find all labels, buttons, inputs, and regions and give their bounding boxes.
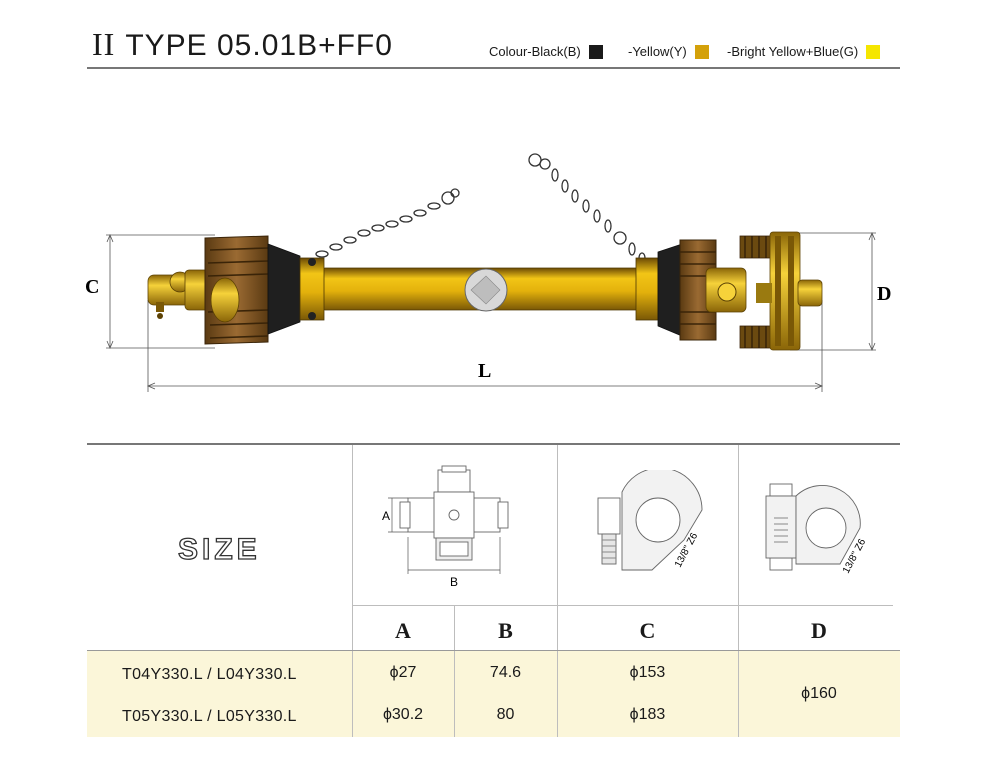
column-header-a: A — [395, 618, 411, 643]
grid-line — [738, 445, 739, 737]
yoke-spline-diagram-d: 13/8" Z6 — [765, 483, 868, 575]
left-bellows-guard — [204, 235, 325, 345]
pto-shaft-drawing: C D L — [85, 153, 891, 392]
legend-bright-yellow: -Bright Yellow+Blue(G) — [727, 44, 881, 59]
legend-yellow-label: -Yellow(Y) — [628, 44, 687, 59]
model-cell: T04Y330.L / L04Y330.L — [122, 666, 297, 683]
type-roman-numeral: II — [92, 26, 116, 62]
diagram-label-b: B — [450, 575, 458, 589]
model-cell: T05Y330.L / L05Y330.L — [122, 708, 297, 725]
grid-line — [352, 605, 893, 606]
cross-journal-diagram: A B — [382, 465, 509, 589]
column-header-c: C — [639, 618, 656, 643]
safety-chain-right — [528, 153, 646, 264]
right-bellows-guard — [635, 239, 717, 341]
value-c-cell: ϕ153 — [629, 664, 666, 681]
legend-black-label: Colour-Black(B) — [489, 44, 581, 59]
value-a-cell: ϕ27 — [389, 664, 417, 681]
column-header-b: B — [498, 618, 513, 643]
bright-yellow-swatch — [866, 44, 881, 59]
dim-label-c: C — [85, 276, 99, 298]
column-header-d: D — [811, 618, 827, 643]
diagram-label-a: A — [382, 509, 390, 523]
dimension-l — [146, 300, 824, 392]
yellow-swatch — [694, 44, 709, 59]
safety-chain-left — [315, 188, 460, 258]
dim-label-d: D — [877, 283, 891, 305]
right-yoke-clutch — [705, 231, 823, 351]
value-a-cell: ϕ30.2 — [382, 706, 424, 723]
legend-bright-yellow-label: -Bright Yellow+Blue(G) — [727, 44, 859, 59]
dim-label-l: L — [478, 360, 491, 382]
value-d-cell: ϕ160 — [801, 685, 837, 702]
value-b-cell: 74.6 — [489, 664, 522, 681]
dimension-c — [106, 233, 215, 350]
grid-line — [557, 445, 558, 737]
value-c-cell: ϕ183 — [629, 706, 666, 723]
header-divider — [87, 67, 900, 69]
table-top-divider — [87, 443, 900, 445]
black-swatch — [588, 44, 603, 59]
data-row-band — [87, 650, 900, 737]
grid-line — [352, 445, 353, 737]
legend-black: Colour-Black(B) — [489, 44, 603, 59]
grid-line — [454, 605, 455, 737]
dimension-d — [790, 231, 876, 352]
legend-yellow: -Yellow(Y) — [628, 44, 709, 59]
value-b-cell: 80 — [496, 706, 515, 723]
grid-line — [87, 650, 900, 651]
type-title: TYPE 05.01B+FF0 — [125, 29, 393, 62]
yoke-spline-diagram-c: 13/8" Z6 — [597, 470, 703, 571]
size-label: SIZE — [177, 532, 261, 566]
page-title: II TYPE 05.01B+FF0 — [92, 26, 393, 63]
